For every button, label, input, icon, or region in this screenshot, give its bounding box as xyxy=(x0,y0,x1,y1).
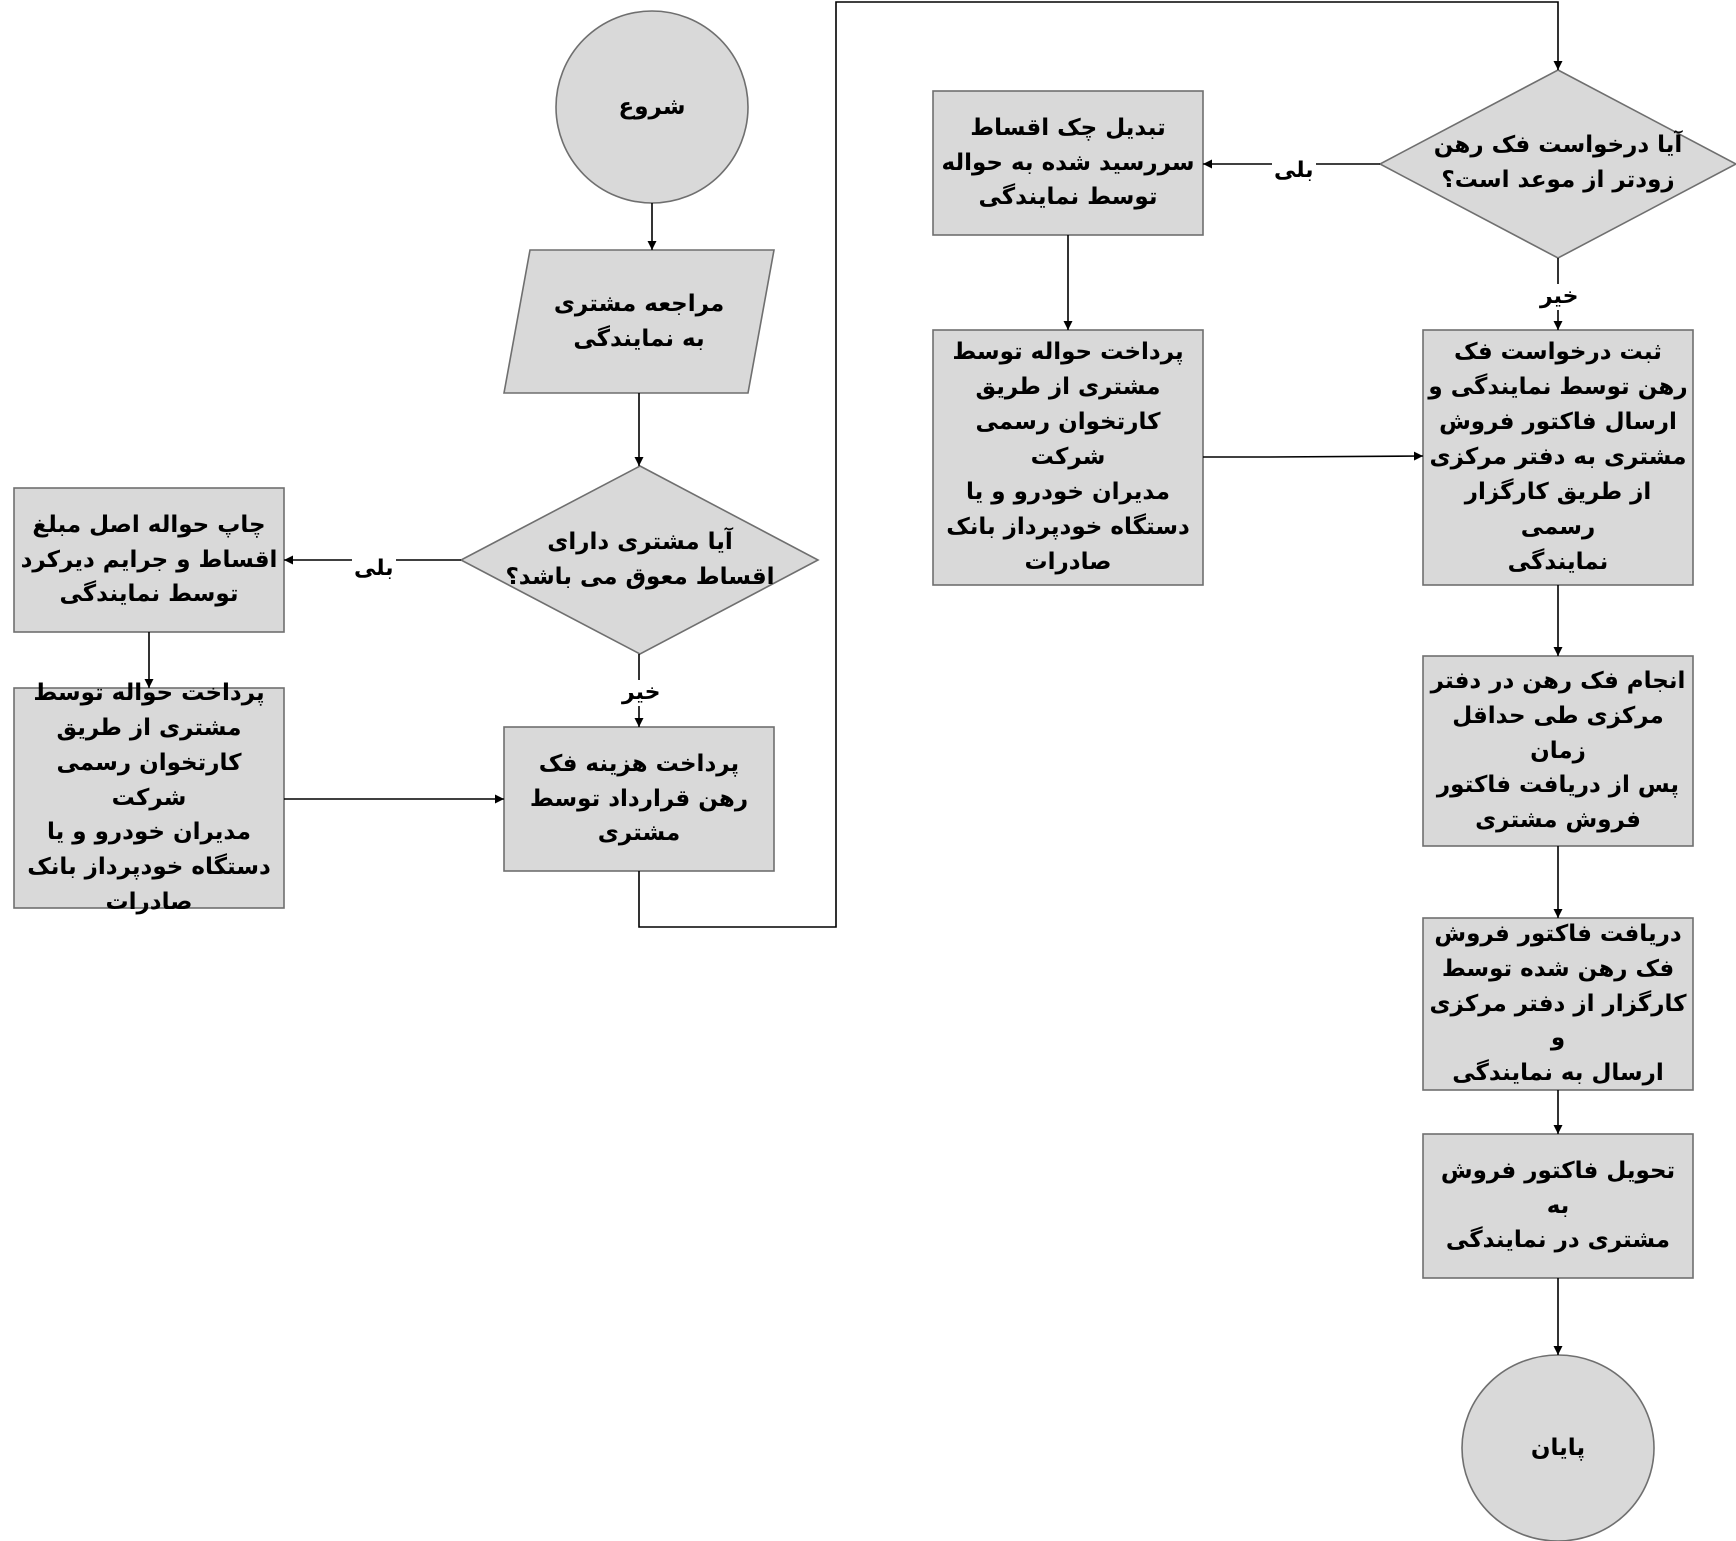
connector-fee-to-early-question xyxy=(638,1,1563,928)
end-label: پایان xyxy=(1530,1434,1586,1461)
pay-transfer-middle-label: پرداخت حواله توسط مشتری از طریق کارتخوان… xyxy=(946,339,1190,575)
edge-label-no-overdue: خیر xyxy=(620,680,663,707)
pay-transfer-left-node xyxy=(13,687,285,909)
perform-release-node xyxy=(1422,655,1694,847)
edge-label-yes-overdue: بلی xyxy=(352,556,396,583)
early-release-question-label: آیا درخواست فک رهن زودتر از موعد است؟ xyxy=(1433,132,1683,193)
overdue-question-node xyxy=(459,465,820,655)
print-transfer-label: چاپ حواله اصل مبلغ اقساط و جرایم دیرکرد … xyxy=(20,511,278,608)
register-request-node xyxy=(1422,329,1694,586)
customer-visit-node xyxy=(503,249,775,394)
convert-cheques-label: تبدیل چک اقساط سررسید شده به حواله توسط … xyxy=(941,114,1195,211)
pay-release-fee-label: پرداخت هزینه فک رهن قرارداد توسط مشتری xyxy=(529,750,749,847)
deliver-invoice-label: تحویل فاکتور فروش به مشتری در نمایندگی xyxy=(1440,1157,1676,1254)
deliver-invoice-node xyxy=(1422,1133,1694,1279)
pay-release-fee-node xyxy=(503,726,775,872)
pay-transfer-left-label: پرداخت حواله توسط مشتری از طریق کارتخوان… xyxy=(27,679,271,916)
perform-release-label: انجام فک رهن در دفتر مرکزی طی حداقل زمان… xyxy=(1430,667,1686,834)
connector-pay-to-register xyxy=(1203,451,1424,461)
pay-transfer-middle-node xyxy=(932,329,1204,586)
overdue-question-label: آیا مشتری دارای اقساط معوق می باشد؟ xyxy=(505,529,775,590)
register-request-label: ثبت درخواست فک رهن توسط نمایندگی و ارسال… xyxy=(1428,339,1688,575)
edge-label-yes-early: بلی xyxy=(1272,158,1316,185)
customer-visit-label: مراجعه مشتری به نمایندگی xyxy=(553,291,725,352)
convert-cheques-node xyxy=(932,90,1204,236)
receive-invoice-label: دریافت فاکتور فروش فک رهن شده توسط کارگز… xyxy=(1429,920,1687,1087)
edge-label-no-early: خیر xyxy=(1538,284,1581,311)
start-label: شروع xyxy=(618,93,686,120)
